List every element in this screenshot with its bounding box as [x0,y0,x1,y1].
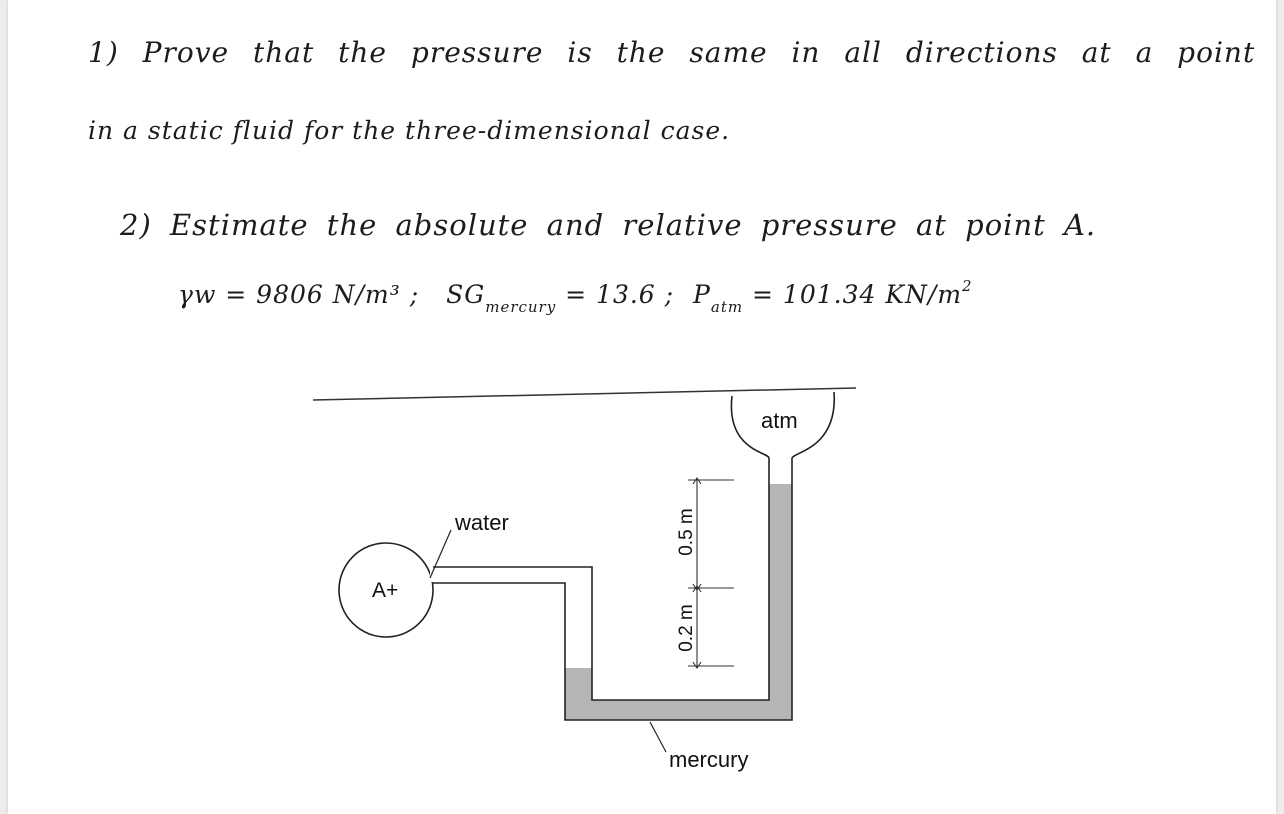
question-1-line-1: 1) Prove that the pressure is the same i… [88,36,1256,69]
dimension-0-2-m: 0.2 m [676,604,697,652]
atm-label: atm [761,408,798,433]
top-reference-line [312,387,857,401]
tube-walls [433,458,793,721]
worksheet-page: 1) Prove that the pressure is the same i… [8,0,1276,814]
vessel-outlet [430,568,436,582]
mercury-left-leg [565,668,592,702]
mercury-bottom [565,700,792,720]
question-2-line-1: 2) Estimate the absolute and relative pr… [120,208,1097,242]
specific-gravity-label: SG [446,280,486,309]
funnel-right-wall [791,391,835,459]
point-a-label: A+ [372,579,398,602]
atmospheric-pressure-value: = 101.34 KN/m [752,280,963,309]
dimension-0-5-m: 0.5 m [676,508,697,556]
specific-gravity-value: = 13.6 ; [565,280,675,309]
dimension-lines [688,477,734,669]
vessel-a [338,542,434,638]
water-leader-line [429,529,452,579]
question-2-given-values: γw = 9806 N/m³ ; SGmercury = 13.6 ; Patm… [178,277,973,316]
water-label: water [454,510,509,535]
funnel-left-wall [730,395,770,459]
manometer-diagram: atm A+ water mercury 0.5 m 0.2 m [312,387,857,772]
mercury-label: mercury [669,747,748,772]
mercury-fill [565,484,792,720]
atmospheric-pressure-subscript: atm [710,298,744,316]
specific-gravity-subscript: mercury [485,298,557,316]
atmospheric-pressure-exponent: 2 [962,277,973,295]
specific-weight-water: γw = 9806 N/m³ ; [178,280,420,309]
mercury-leader-line [649,721,667,753]
atmospheric-pressure-label: P [693,280,711,309]
question-1-line-2: in a static fluid for the three-dimensio… [88,116,731,145]
mercury-right-leg [769,484,792,720]
